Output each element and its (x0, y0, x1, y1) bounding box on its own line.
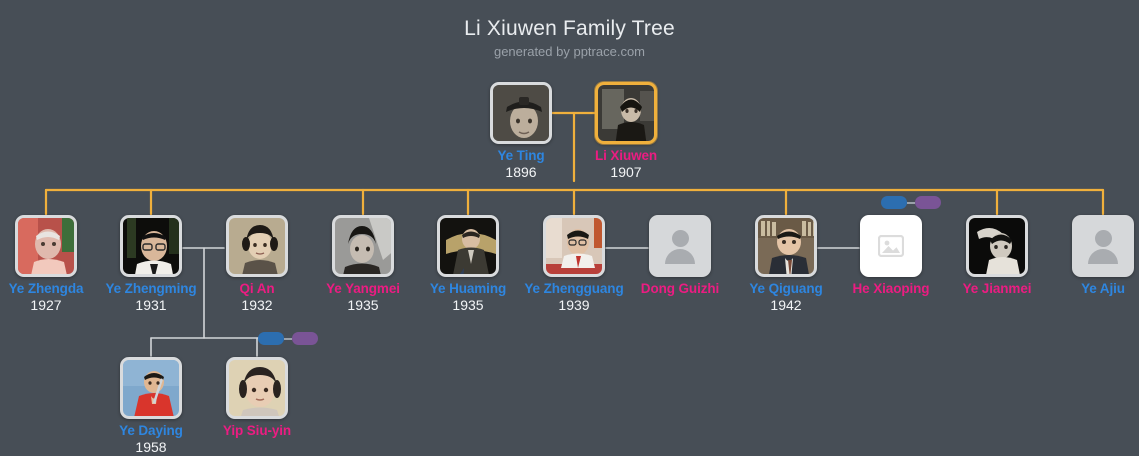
person-photo-he-xiaoping[interactable] (860, 215, 922, 277)
person-photo-ye-zhengguang[interactable] (543, 215, 605, 277)
portrait-qi-an-art (229, 218, 285, 274)
tree-header: Li Xiuwen Family Tree generated by pptra… (0, 16, 1139, 61)
person-node-li-xiuwen[interactable]: Li Xiuwen 1907 (571, 82, 681, 181)
person-node-ye-ajiu[interactable]: Ye Ajiu (1048, 215, 1139, 297)
portrait-ye-ting-art (493, 85, 549, 141)
image-placeholder-icon (863, 218, 919, 274)
person-name-he-xiaoping: He Xiaoping (852, 281, 930, 296)
avatar-head-shape (671, 230, 689, 247)
person-photo-ye-ajiu[interactable] (1072, 215, 1134, 277)
avatar-head-shape (1094, 230, 1112, 247)
marriage-badge-link (284, 338, 292, 340)
person-name-dong-guizhi: Dong Guizhi (640, 281, 720, 296)
avatar-placeholder-icon (1075, 218, 1131, 274)
portrait-ye-zhengming-image (123, 218, 179, 274)
marriage-badge-purple-pill[interactable] (292, 332, 318, 345)
portrait-ye-qiguang-image (758, 218, 814, 274)
portrait-ye-yangmei-art (335, 218, 391, 274)
person-name-ye-yangmei: Ye Yangmei (326, 281, 400, 296)
person-name-ye-zhengda: Ye Zhengda (8, 281, 84, 296)
portrait-ye-jianmei-art (969, 218, 1025, 274)
avatar-body-shape (665, 249, 695, 264)
person-name-ye-daying: Ye Daying (119, 423, 183, 438)
person-year-ye-ting: 1896 (505, 163, 537, 180)
person-photo-ye-ting[interactable] (490, 82, 552, 144)
person-name-ye-qiguang: Ye Qiguang (749, 281, 823, 296)
portrait-qi-an-image (229, 218, 285, 274)
portrait-ye-huaming-image (440, 218, 496, 274)
person-photo-ye-daying[interactable] (120, 357, 182, 419)
person-node-dong-guizhi[interactable]: Dong Guizhi (625, 215, 735, 297)
person-year-ye-daying: 1958 (135, 438, 167, 455)
person-node-ye-daying[interactable]: Ye Daying 1958 (96, 357, 206, 456)
person-node-ye-zhengguang[interactable]: Ye Zhengguang 1939 (519, 215, 629, 314)
person-name-ye-jianmei: Ye Jianmei (962, 281, 1032, 296)
person-node-qi-an[interactable]: Qi An 1932 (202, 215, 312, 314)
person-year-ye-zhengda: 1927 (30, 296, 62, 313)
person-name-ye-zhengguang: Ye Zhengguang (524, 281, 624, 296)
person-node-ye-huaming[interactable]: Ye Huaming 1935 (413, 215, 523, 314)
person-node-yip-siu-yin[interactable]: Yip Siu-yin (202, 357, 312, 439)
page-subtitle: generated by pptrace.com (493, 44, 646, 59)
portrait-yip-siu-yin-art (229, 360, 285, 416)
person-name-ye-huaming: Ye Huaming (429, 281, 507, 296)
person-name-ye-ajiu: Ye Ajiu (1081, 281, 1125, 296)
avatar-placeholder-icon (652, 218, 708, 274)
portrait-ye-huaming-art (440, 218, 496, 274)
person-photo-ye-zhengda[interactable] (15, 215, 77, 277)
portrait-ye-zhengguang-art (546, 218, 602, 274)
portrait-li-xiuwen-art (598, 85, 654, 141)
marriage-badge-link (907, 202, 915, 204)
avatar-body-shape (1088, 249, 1118, 264)
person-year-ye-yangmei: 1935 (347, 296, 379, 313)
portrait-ye-zhengguang-image (546, 218, 602, 274)
person-node-he-xiaoping[interactable]: He Xiaoping (836, 215, 946, 297)
person-year-ye-zhengming: 1931 (135, 296, 167, 313)
person-photo-yip-siu-yin[interactable] (226, 357, 288, 419)
marriage-badge-purple-pill[interactable] (915, 196, 941, 209)
portrait-yip-siu-yin-image (229, 360, 285, 416)
person-year-ye-qiguang: 1942 (770, 296, 802, 313)
person-node-ye-jianmei[interactable]: Ye Jianmei (942, 215, 1052, 297)
person-photo-ye-jianmei[interactable] (966, 215, 1028, 277)
person-name-qi-an: Qi An (239, 281, 275, 296)
person-name-ye-zhengming: Ye Zhengming (105, 281, 197, 296)
person-year-ye-zhengguang: 1939 (558, 296, 590, 313)
portrait-ye-jianmei-image (969, 218, 1025, 274)
person-node-ye-yangmei[interactable]: Ye Yangmei 1935 (308, 215, 418, 314)
person-name-ye-ting: Ye Ting (497, 148, 545, 163)
portrait-ye-zhengda-image (18, 218, 74, 274)
person-photo-ye-qiguang[interactable] (755, 215, 817, 277)
person-name-yip-siu-yin: Yip Siu-yin (222, 423, 292, 438)
person-photo-ye-yangmei[interactable] (332, 215, 394, 277)
portrait-ye-ting-image (493, 85, 549, 141)
person-node-ye-qiguang[interactable]: Ye Qiguang 1942 (731, 215, 841, 314)
broken-image-glyph (878, 235, 904, 257)
page-title: Li Xiuwen Family Tree (464, 17, 675, 40)
person-photo-li-xiuwen[interactable] (595, 82, 657, 144)
person-year-li-xiuwen: 1907 (610, 163, 642, 180)
person-photo-dong-guizhi[interactable] (649, 215, 711, 277)
person-node-ye-ting[interactable]: Ye Ting 1896 (466, 82, 576, 181)
person-year-qi-an: 1932 (241, 296, 273, 313)
person-node-ye-zhengda[interactable]: Ye Zhengda 1927 (0, 215, 101, 314)
person-node-ye-zhengming[interactable]: Ye Zhengming 1931 (96, 215, 206, 314)
portrait-ye-zhengda-art (18, 218, 74, 274)
marriage-badge-blue-pill[interactable] (881, 196, 907, 209)
portrait-ye-qiguang-art (758, 218, 814, 274)
person-name-li-xiuwen: Li Xiuwen (594, 148, 658, 163)
person-photo-ye-huaming[interactable] (437, 215, 499, 277)
person-photo-qi-an[interactable] (226, 215, 288, 277)
person-year-ye-huaming: 1935 (452, 296, 484, 313)
portrait-ye-zhengming-art (123, 218, 179, 274)
portrait-ye-yangmei-image (335, 218, 391, 274)
portrait-li-xiuwen-image (598, 85, 654, 141)
marriage-badge-blue-pill[interactable] (258, 332, 284, 345)
portrait-ye-daying-image (123, 360, 179, 416)
portrait-ye-daying-art (123, 360, 179, 416)
person-photo-ye-zhengming[interactable] (120, 215, 182, 277)
